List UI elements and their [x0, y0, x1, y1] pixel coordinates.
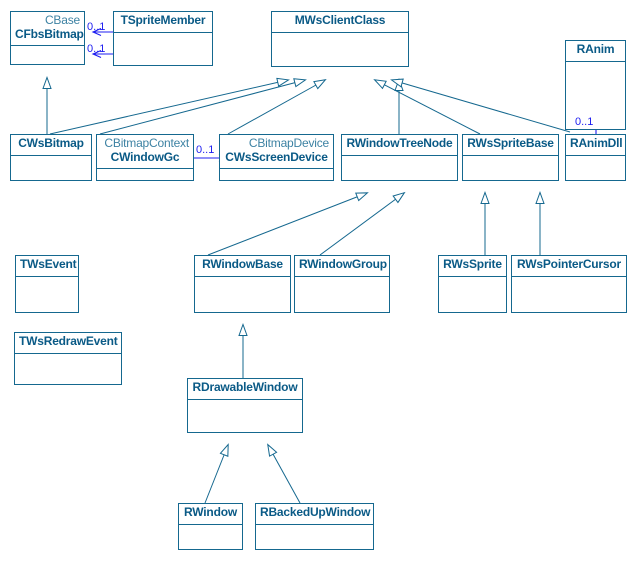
- class-header: RAnimDll: [566, 135, 625, 156]
- class-name: MWsClientClass: [294, 13, 386, 27]
- class-attributes-compartment: [97, 169, 193, 214]
- class-header: RDrawableWindow: [188, 379, 302, 400]
- multiplicity-label: 0..1: [87, 43, 106, 55]
- class-header: RWindowGroup: [295, 256, 389, 277]
- class-name: RWindowTreeNode: [346, 136, 453, 150]
- class-attributes-compartment: [342, 156, 457, 201]
- class-name: RWsPointerCursor: [517, 257, 621, 271]
- class-name: RAnimDll: [570, 136, 623, 150]
- class-parent-name: CBase: [44, 13, 80, 27]
- class-parent-name: CBitmapDevice: [248, 136, 329, 150]
- class-attributes-compartment: [220, 169, 333, 214]
- class-box-cwindowgc[interactable]: CBitmapContext CWindowGc: [96, 134, 194, 181]
- class-attributes-compartment: [188, 400, 302, 453]
- class-header: CBitmapContext CWindowGc: [97, 135, 193, 169]
- class-name: RDrawableWindow: [192, 380, 298, 394]
- generalization-edges: [42, 76, 571, 504]
- class-box-rwindow[interactable]: RWindow: [178, 503, 243, 550]
- class-name: TWsEvent: [20, 257, 77, 271]
- class-header: CBitmapDevice CWsScreenDevice: [220, 135, 333, 169]
- class-header: TSpriteMember: [114, 12, 212, 33]
- multiplicity-label: 0..1: [87, 21, 106, 33]
- class-box-cwsbitmap[interactable]: CWsBitmap: [10, 134, 92, 181]
- class-header: CBase CFbsBitmap: [11, 12, 84, 46]
- class-name: CFbsBitmap: [15, 27, 84, 41]
- class-box-ranim[interactable]: RAnim: [565, 40, 626, 130]
- class-box-rwindowgroup[interactable]: RWindowGroup: [294, 255, 390, 313]
- class-box-rbackedupwindow[interactable]: RBackedUpWindow: [255, 503, 374, 550]
- class-attributes-compartment: [16, 277, 78, 333]
- class-box-rwssprite[interactable]: RWsSprite: [438, 255, 507, 313]
- class-name: RWsSprite: [443, 257, 502, 271]
- multiplicity-label: 0..1: [575, 116, 594, 128]
- class-header: RAnim: [566, 41, 625, 62]
- class-box-mwsclientclass[interactable]: MWsClientClass: [271, 11, 409, 67]
- class-header: RBackedUpWindow: [256, 504, 373, 525]
- class-attributes-compartment: [114, 33, 212, 86]
- class-box-twsevent[interactable]: TWsEvent: [15, 255, 79, 313]
- class-attributes-compartment: [272, 33, 408, 87]
- class-parent-name: CBitmapContext: [104, 136, 189, 150]
- class-attributes-compartment: [256, 525, 373, 565]
- class-box-rdrawablewindow[interactable]: RDrawableWindow: [187, 378, 303, 433]
- class-header: TWsEvent: [16, 256, 78, 277]
- class-box-cfbsbitmap[interactable]: CBase CFbsBitmap: [10, 11, 85, 65]
- class-name: RWindowGroup: [299, 257, 387, 271]
- class-attributes-compartment: [179, 525, 242, 565]
- class-header: RWsSpriteBase: [463, 135, 558, 156]
- class-attributes-compartment: [15, 354, 121, 405]
- class-header: RWindowBase: [195, 256, 290, 277]
- class-attributes-compartment: [295, 277, 389, 333]
- class-header: RWindowTreeNode: [342, 135, 457, 156]
- multiplicity-label: 0..1: [196, 144, 215, 156]
- class-box-tspritemember[interactable]: TSpriteMember: [113, 11, 213, 66]
- class-header: RWsPointerCursor: [512, 256, 626, 277]
- class-box-rwindowtreenode[interactable]: RWindowTreeNode: [341, 134, 458, 181]
- class-name: RWindow: [184, 505, 237, 519]
- class-box-rwspointercursor[interactable]: RWsPointerCursor: [511, 255, 627, 313]
- class-header: MWsClientClass: [272, 12, 408, 33]
- class-attributes-compartment: [11, 46, 84, 98]
- class-attributes-compartment: [512, 277, 626, 333]
- class-header: RWindow: [179, 504, 242, 525]
- class-box-twsredrawevent[interactable]: TWsRedrawEvent: [14, 332, 122, 385]
- class-name: CWindowGc: [110, 150, 180, 164]
- class-attributes-compartment: [566, 156, 625, 201]
- class-attributes-compartment: [11, 156, 91, 201]
- class-name: RWindowBase: [202, 257, 283, 271]
- class-attributes-compartment: [195, 277, 290, 333]
- class-name: RBackedUpWindow: [260, 505, 371, 519]
- class-name: TWsRedrawEvent: [19, 334, 118, 348]
- class-header: RWsSprite: [439, 256, 506, 277]
- class-header: CWsBitmap: [11, 135, 91, 156]
- class-name: RAnim: [576, 42, 615, 56]
- class-box-cwsscreendevice[interactable]: CBitmapDevice CWsScreenDevice: [219, 134, 334, 181]
- class-name: CWsBitmap: [18, 136, 84, 150]
- class-header: TWsRedrawEvent: [15, 333, 121, 354]
- class-name: RWsSpriteBase: [467, 136, 554, 150]
- class-attributes-compartment: [463, 156, 558, 201]
- class-name: TSpriteMember: [120, 13, 206, 27]
- class-name: CWsScreenDevice: [225, 150, 328, 164]
- class-attributes-compartment: [439, 277, 506, 333]
- class-box-ranimdll[interactable]: RAnimDll: [565, 134, 626, 181]
- class-box-rwsspritebase[interactable]: RWsSpriteBase: [462, 134, 559, 181]
- class-box-rwindowbase[interactable]: RWindowBase: [194, 255, 291, 313]
